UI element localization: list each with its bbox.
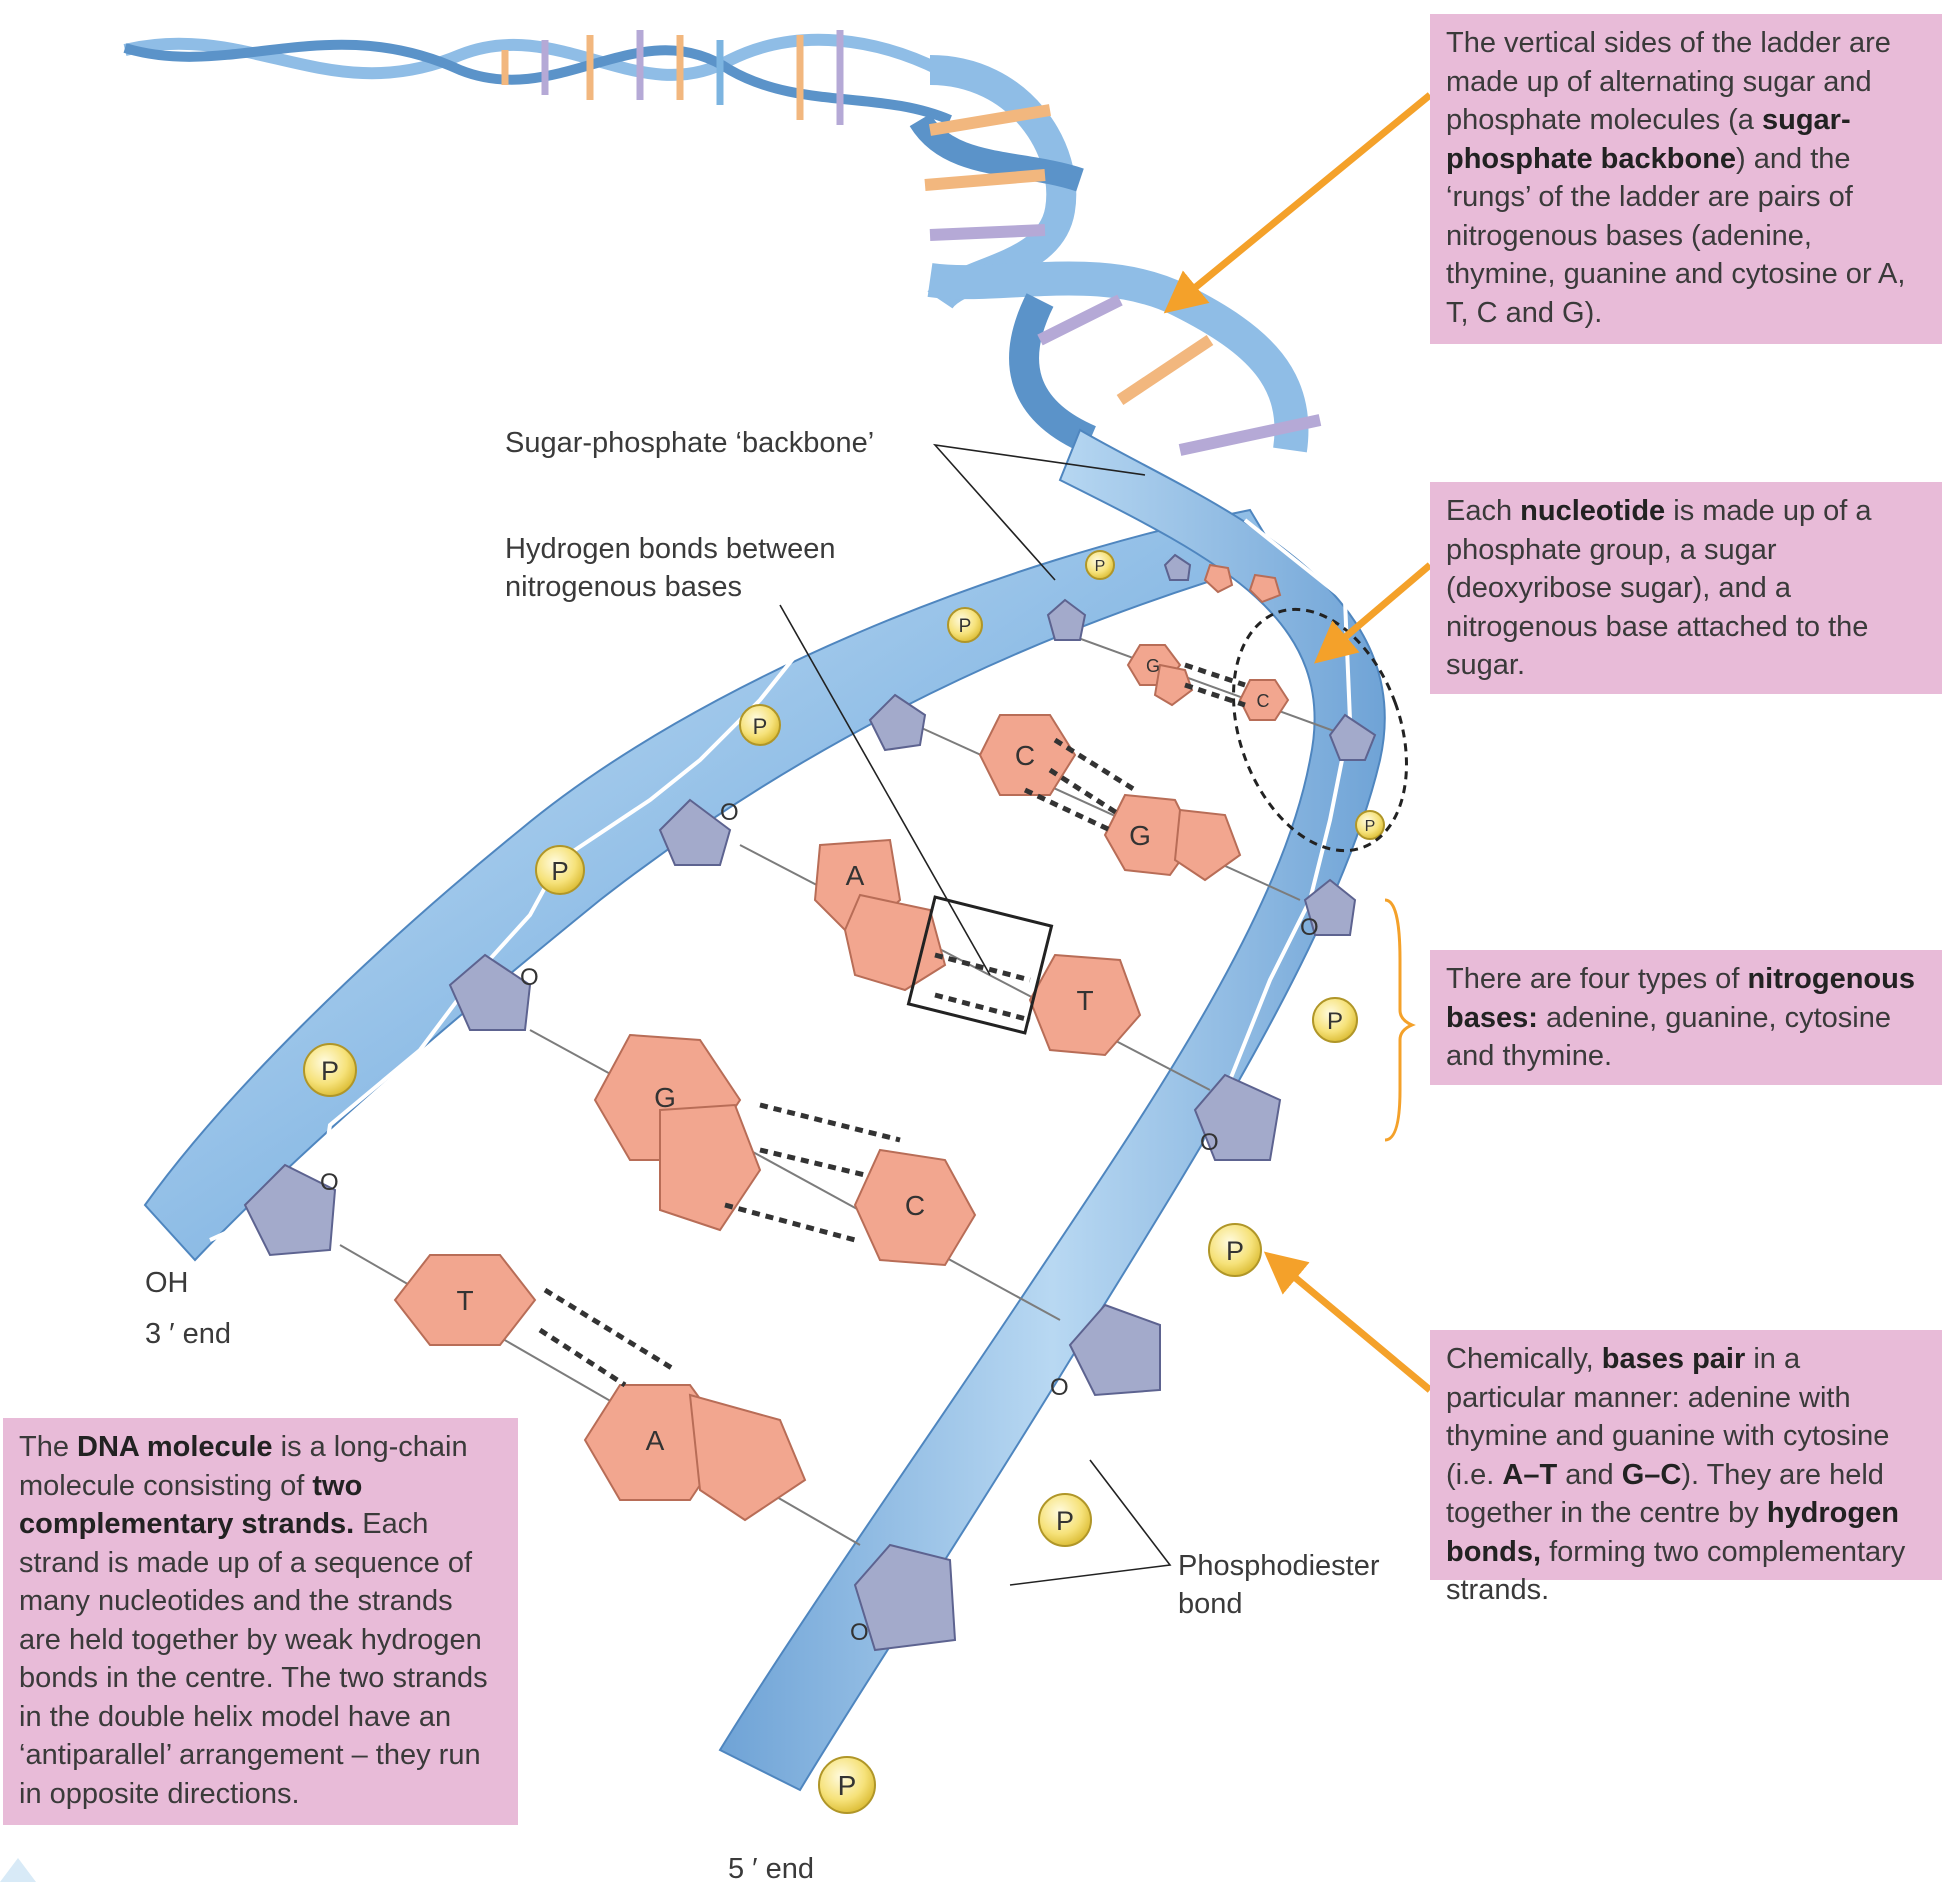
- phosphate-label: P: [551, 856, 568, 886]
- base-letter-guanine: G: [1146, 656, 1160, 676]
- backbone-info-text: ) and the ‘rungs’ of the ladder are pair…: [1446, 142, 1906, 329]
- dna-info-text: is a long-chain molecule consisting of: [19, 1431, 468, 1502]
- oxygen-label: O: [1200, 1129, 1219, 1156]
- base-letter-adenine: A: [846, 860, 865, 891]
- oxygen-label: O: [520, 964, 539, 991]
- base-letter-thymine: T: [456, 1285, 473, 1316]
- bases-info-text: adenine, guanine, cytosine and thymine.: [1446, 1001, 1891, 1073]
- strand-right: [718, 428, 1386, 1792]
- phosphate-label: P: [1095, 558, 1106, 575]
- phosphate-label: P: [1056, 1506, 1074, 1536]
- backbone-info-emphasis: sugar-phosphate backbone: [1446, 104, 1851, 175]
- oxygen-labels: O O O O O O O: [320, 799, 1319, 1646]
- phosphate-label: P: [838, 1770, 857, 1801]
- sugars: [243, 553, 1377, 1652]
- base-pairs: [393, 563, 1290, 1522]
- backbone-lines: [209, 518, 1353, 1771]
- base-letter-guanine: G: [654, 1082, 676, 1113]
- base-letters: T A G C A T C G G C: [456, 656, 1269, 1456]
- nucleotide-info-box: Each nucleotide is made up of a phosphat…: [1430, 482, 1942, 694]
- bases-info-box: There are four types of nitrogenous base…: [1430, 950, 1942, 1085]
- nucleotide-info-emphasis: nucleotide: [1520, 495, 1666, 527]
- nucleotide-highlight-ellipse: [1232, 607, 1408, 853]
- phosphate-label: P: [1365, 818, 1376, 835]
- pairing-info-text: and: [1557, 1458, 1622, 1491]
- oxygen-label: O: [1050, 1374, 1069, 1401]
- oxygen-label: O: [1300, 914, 1319, 941]
- bases-info-text: There are four types of: [1446, 963, 1748, 995]
- oxygen-label: O: [320, 1169, 339, 1196]
- phosphate-label: P: [1226, 1236, 1244, 1266]
- base-letter-cytosine: C: [905, 1190, 925, 1221]
- pairing-info-emphasis: hydrogen bonds,: [1446, 1497, 1899, 1568]
- corner-triangle: [0, 1858, 36, 1882]
- backbone-info-box: The vertical sides of the ladder are mad…: [1430, 14, 1942, 344]
- base-letter-adenine: A: [646, 1425, 665, 1456]
- pairing-info-emphasis: bases pair: [1601, 1343, 1746, 1375]
- dna-info-text: Each strand is made up of a sequence of …: [19, 1508, 488, 1810]
- oxygen-label: O: [850, 1619, 869, 1646]
- dna-info-emphasis: DNA molecule: [77, 1431, 273, 1463]
- hbond-highlight-box: [906, 895, 1054, 1035]
- dna-molecule-info-box: The DNA molecule is a long-chain molecul…: [3, 1418, 518, 1825]
- phosphate-label: P: [753, 714, 768, 739]
- helix-top: [123, 30, 1322, 456]
- phosphate-labels: P P P P P P P P P P: [321, 558, 1375, 1801]
- base-letter-thymine: T: [1076, 985, 1093, 1016]
- arrows: [1163, 92, 1433, 1393]
- pairing-info-text: ). They are held together in the centre …: [1446, 1458, 1884, 1530]
- three-prime-end-label: 3 ′ end: [145, 1318, 232, 1350]
- backbone-info-text: The vertical sides of the ladder are mad…: [1446, 27, 1891, 136]
- base-letter-cytosine: C: [1257, 691, 1270, 711]
- pairing-info-emphasis: A–T: [1502, 1458, 1558, 1491]
- phosphate-label: P: [1327, 1008, 1343, 1035]
- bases-bracket: [1384, 898, 1416, 1142]
- phosphate-label: P: [321, 1056, 339, 1086]
- pairing-info-text: in a particular manner: adenine with thy…: [1446, 1343, 1890, 1491]
- nucleotide-info-text: Each: [1446, 495, 1521, 527]
- pairing-info-text: Chemically,: [1446, 1343, 1602, 1375]
- oh-label: OH: [145, 1267, 189, 1299]
- leader-lines: [779, 443, 1172, 1586]
- dna-info-text: The: [19, 1431, 78, 1463]
- pairing-info-text: forming two complementary strands.: [1446, 1535, 1906, 1607]
- strand-left: [143, 508, 1282, 1262]
- hydrogen-bonds-label: Hydrogen bonds between nitrogenous bases: [505, 533, 836, 603]
- base-pairing-info-box: Chemically, bases pair in a particular m…: [1430, 1330, 1942, 1606]
- nucleotide-info-text: is made up of a phosphate group, a sugar…: [1446, 495, 1872, 681]
- bases-info-emphasis: nitrogenous bases:: [1446, 963, 1915, 1034]
- dna-info-emphasis: two complementary strands.: [19, 1469, 363, 1541]
- pairing-info-emphasis: G–C: [1621, 1458, 1682, 1491]
- phosphodiester-label: Phosphodiester bond: [1178, 1550, 1380, 1620]
- hydrogen-bond-lines: [538, 662, 1246, 1388]
- base-letter-guanine: G: [1129, 820, 1151, 851]
- oxygen-label: O: [720, 799, 739, 826]
- base-letter-cytosine: C: [1015, 740, 1035, 771]
- backbone-label: Sugar-phosphate ‘backbone’: [505, 427, 875, 459]
- phosphates: [303, 550, 1385, 1814]
- five-prime-end-label: 5 ′ end: [728, 1853, 815, 1885]
- phosphate-label: P: [959, 616, 972, 637]
